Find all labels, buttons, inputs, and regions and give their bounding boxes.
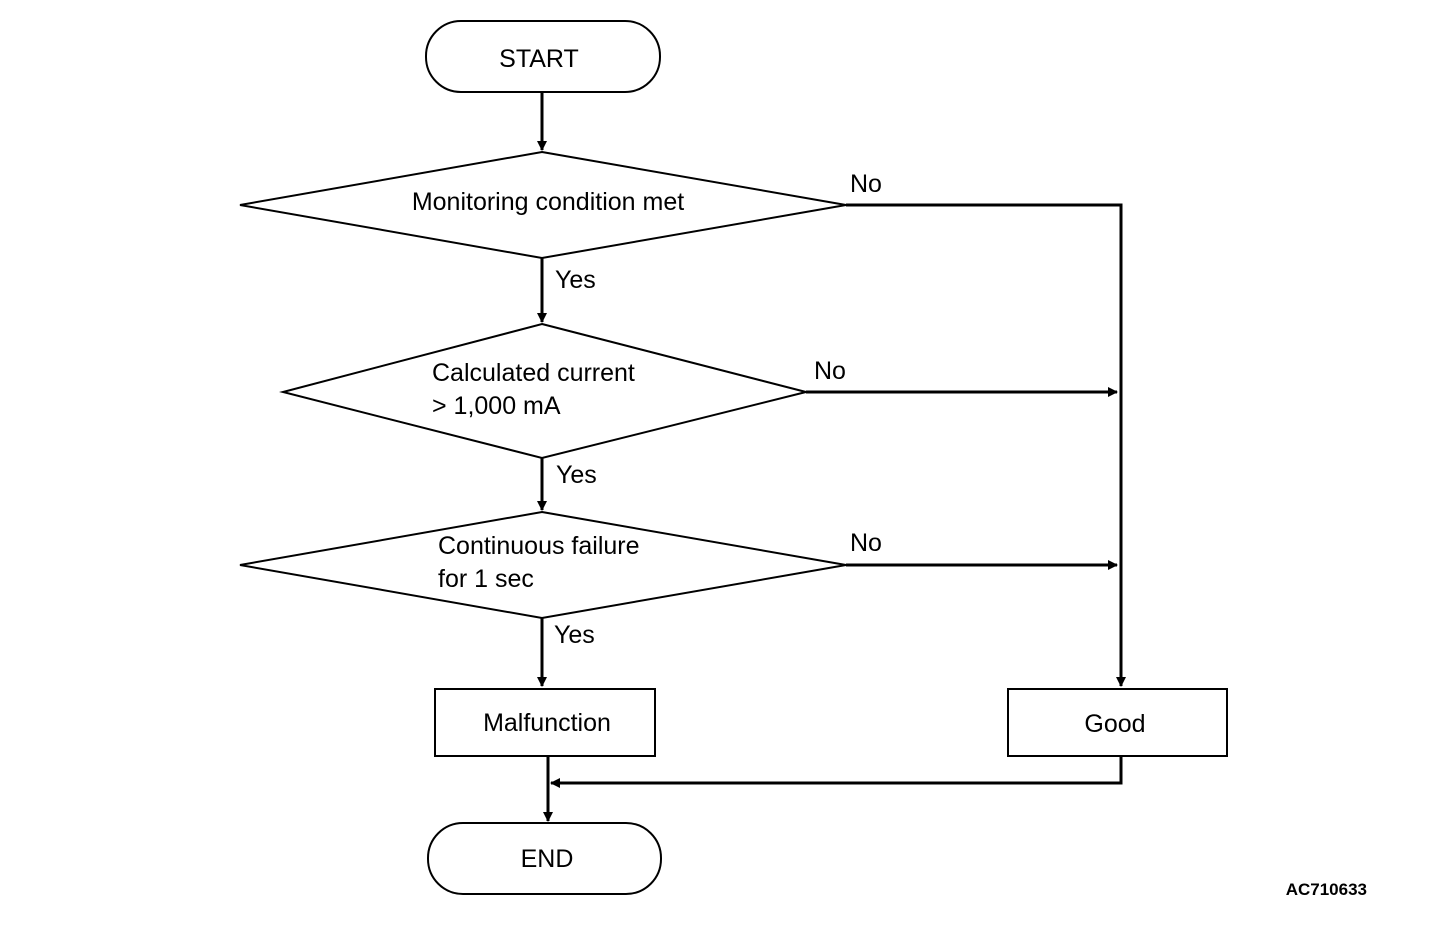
current-yes-label: Yes: [556, 461, 597, 489]
current-label-line-2: > 1,000 mA: [432, 392, 561, 420]
continuous-decision: [239, 510, 847, 620]
monitoring-label: Monitoring condition met: [412, 188, 684, 216]
malfunction-label: Malfunction: [483, 709, 611, 737]
continuous-label-line-1: Continuous failure: [438, 532, 640, 560]
continuous-yes-label: Yes: [554, 621, 595, 649]
good-process: [1007, 688, 1228, 757]
monitoring-no-label: No: [850, 170, 882, 198]
continuous-no-label: No: [850, 529, 882, 557]
edge-good-to-end: [550, 756, 1123, 788]
monitoring-yes-label: Yes: [555, 266, 596, 294]
current-label-line-1: Calculated current: [432, 359, 635, 387]
continuous-label-line-2: for 1 sec: [438, 565, 534, 593]
start-label: START: [499, 45, 579, 73]
current-no-label: No: [814, 357, 846, 385]
end-terminal: [427, 822, 662, 895]
current-decision: [279, 322, 807, 460]
good-label: Good: [1084, 710, 1145, 738]
edge-monitoring-no: [846, 203, 1126, 687]
malfunction-process: [434, 688, 656, 757]
end-label: END: [521, 845, 574, 873]
figure-id: AC710633: [1286, 880, 1367, 899]
